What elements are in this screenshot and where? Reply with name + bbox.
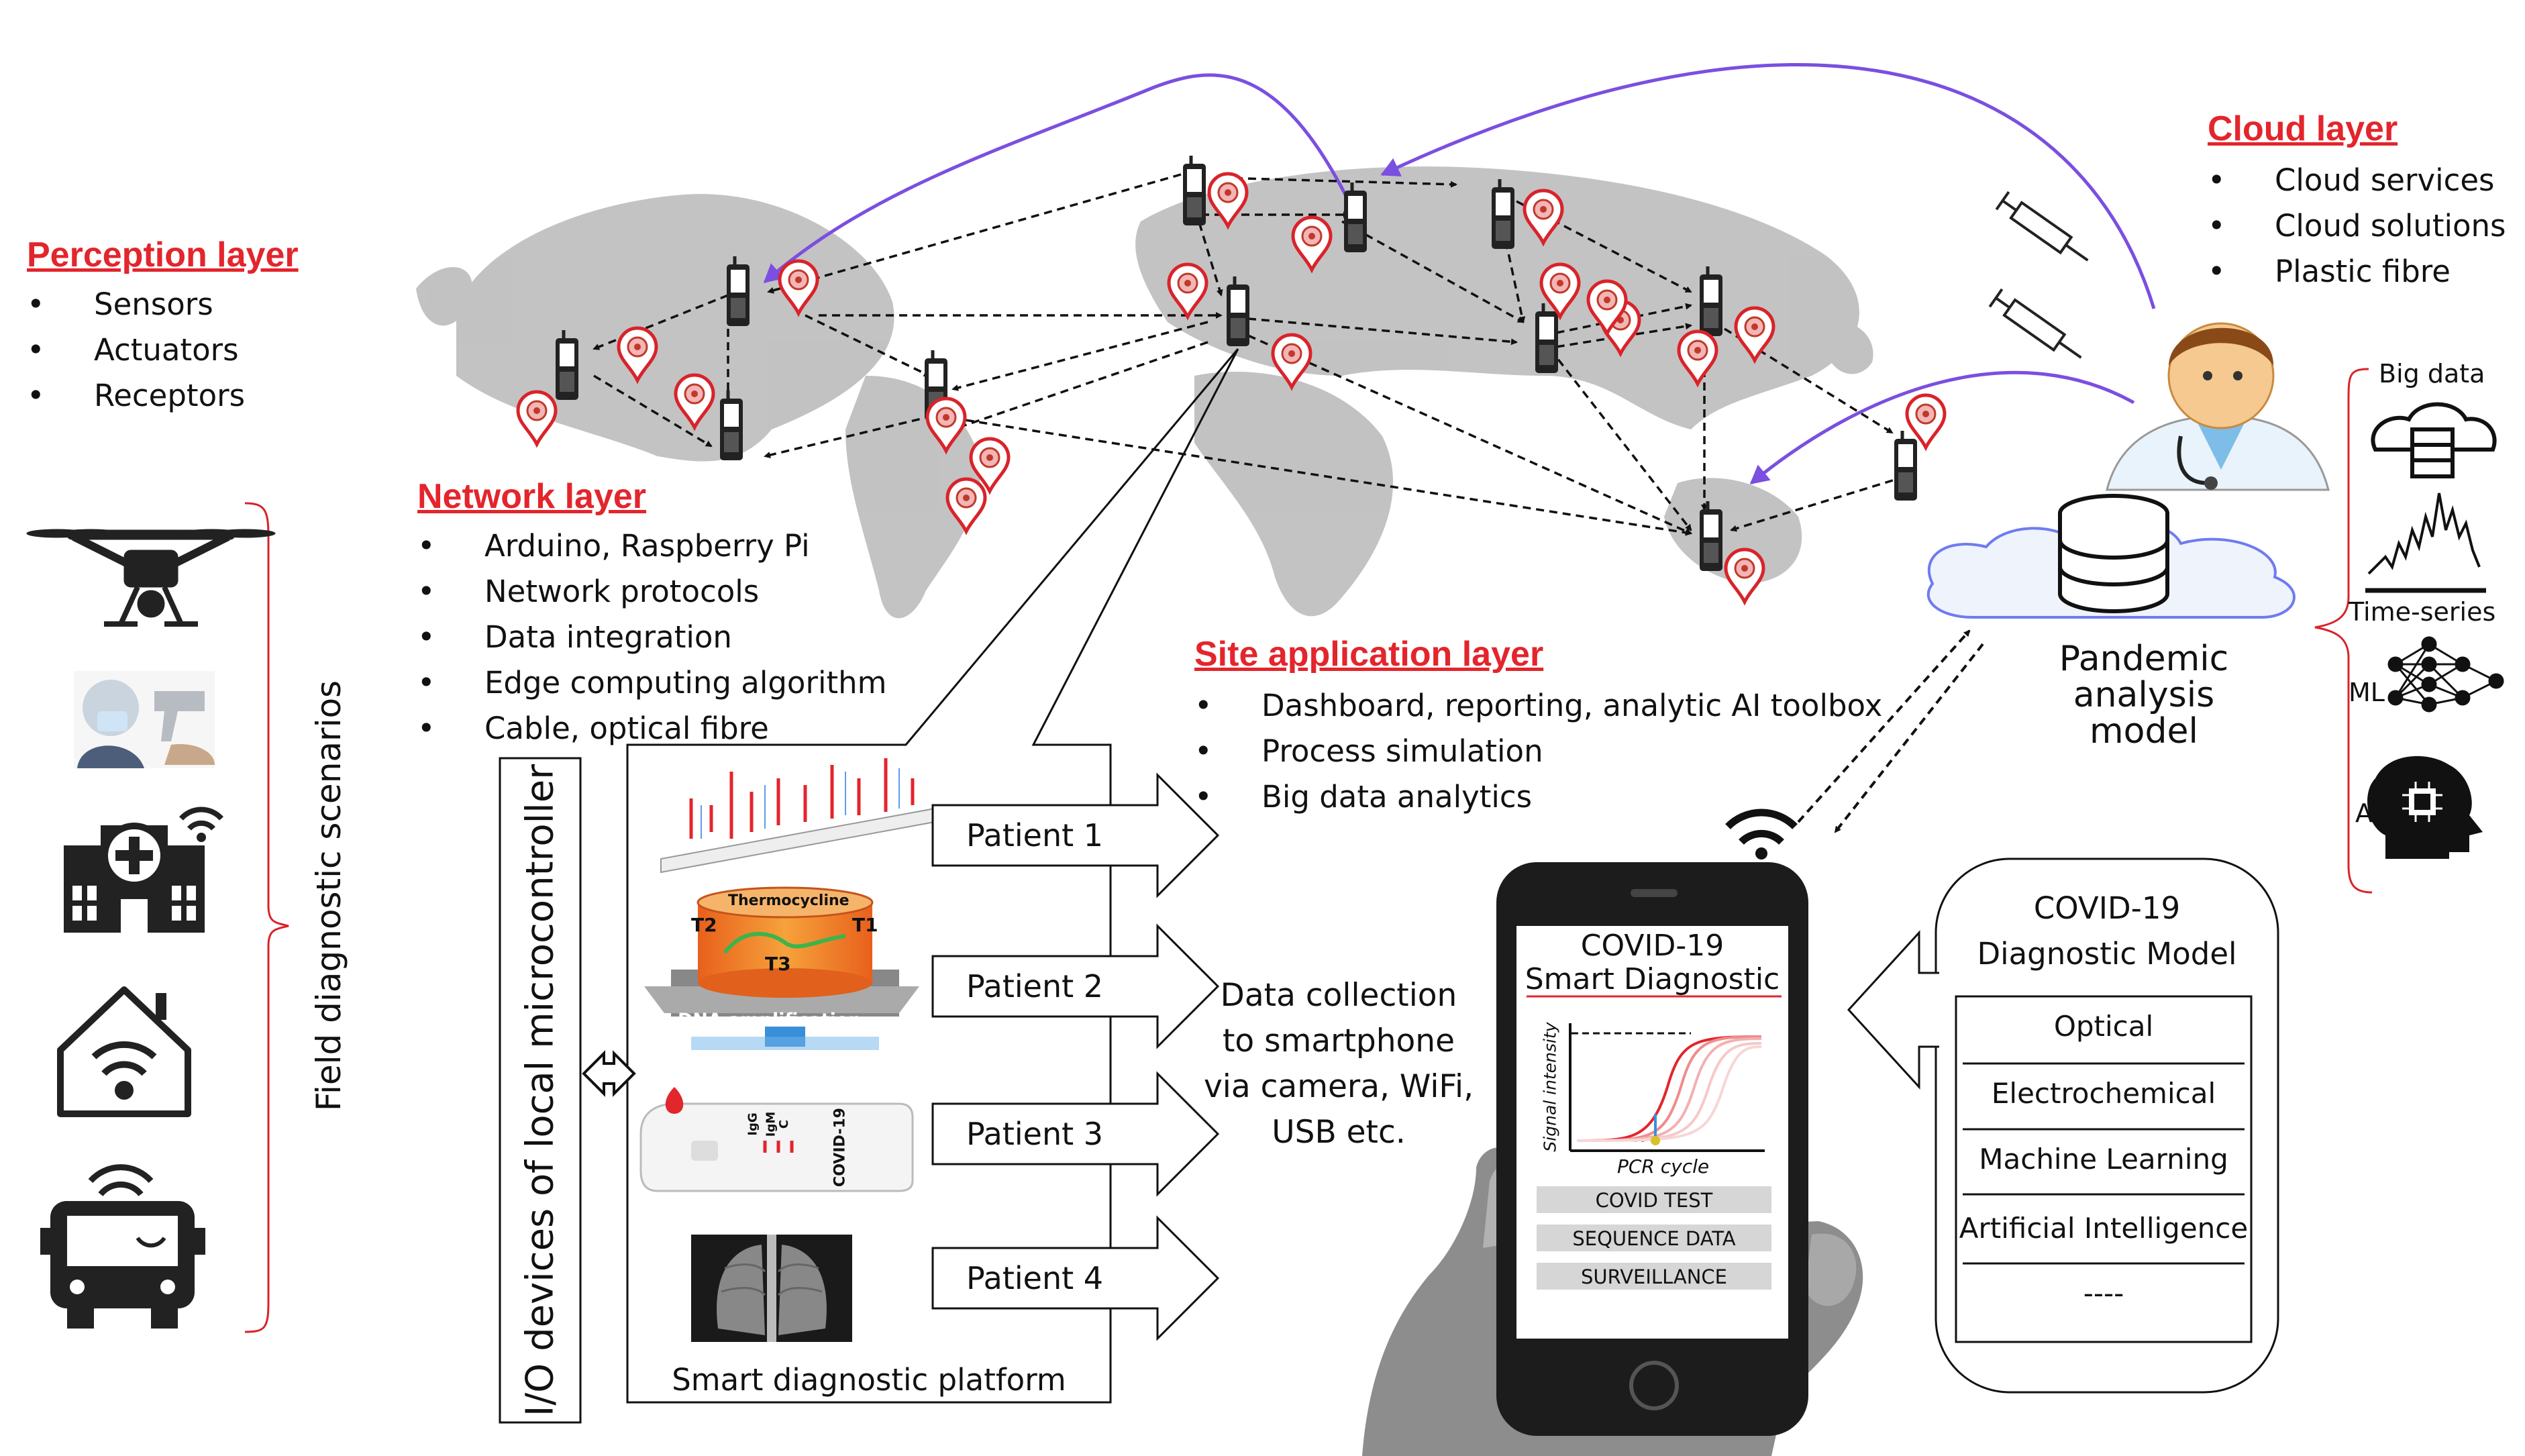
big-data-icon <box>2371 402 2497 478</box>
time-series-icon <box>2365 492 2486 593</box>
t1-label: T1 <box>852 914 878 936</box>
site-layer-title: Site application layer <box>1194 635 1544 674</box>
tools-bracket <box>2314 368 2373 894</box>
perception-item: Receptors <box>27 373 245 419</box>
xray-icon <box>691 1235 852 1342</box>
site-item: Big data analytics <box>1194 774 1882 820</box>
temperature-check-icon <box>74 671 215 768</box>
phone-title-line2: Smart Diagnostic <box>1525 962 1780 996</box>
pandemic-model-label: Pandemic analysis model <box>2013 641 2275 749</box>
thermocycline-label: Thermocycline <box>728 892 849 909</box>
hospital-icon <box>64 807 223 933</box>
pcr-chart <box>1569 1023 1765 1152</box>
io-devices-label: I/O devices of local microcontroller <box>518 764 562 1417</box>
network-layer-title: Network layer <box>417 477 647 516</box>
site-layer-list: Dashboard, reporting, analytic AI toolbo… <box>1194 683 1882 820</box>
pandemic-line: analysis <box>2073 675 2215 715</box>
site-item: Dashboard, reporting, analytic AI toolbo… <box>1194 683 1882 729</box>
cloud-database <box>1926 494 2296 619</box>
smart-bus-icon <box>40 1164 205 1329</box>
cloud-item: Cloud solutions <box>2208 203 2506 249</box>
microarray-icon <box>660 758 954 874</box>
rapid-test-icon <box>639 1087 914 1192</box>
control-label: C <box>777 1119 792 1129</box>
perception-item: Actuators <box>27 327 245 373</box>
diag-item-ai: Artificial Intelligence <box>1959 1212 2249 1245</box>
diagnostic-model-box <box>1935 857 2279 1394</box>
diag-title-line2: Diagnostic Model <box>1977 936 2237 972</box>
igg-label: IgG <box>745 1112 760 1136</box>
signal-intensity-label: Signal intensity <box>1540 1022 1560 1152</box>
perception-layer-title: Perception layer <box>27 236 299 274</box>
data-collection-line: Data collection <box>1220 977 1457 1014</box>
data-collection-line: to smartphone <box>1222 1023 1455 1059</box>
site-item: Process simulation <box>1194 729 1882 774</box>
surveillance-button[interactable]: SURVEILLANCE <box>1581 1265 1727 1288</box>
pandemic-line: model <box>2090 711 2198 751</box>
diagnostic-model-title: COVID-19 Diagnostic Model <box>1936 886 2278 977</box>
diag-item-optical: Optical <box>2053 1010 2154 1043</box>
io-arrow <box>582 1050 636 1097</box>
t3-label: T3 <box>765 953 791 975</box>
smart-home-icon <box>57 986 191 1117</box>
network-item: Cable, optical fibre <box>417 706 886 751</box>
covid-test-button[interactable]: COVID TEST <box>1595 1189 1713 1212</box>
data-collection-line: USB etc. <box>1272 1114 1406 1151</box>
ai-head-icon <box>2367 756 2483 859</box>
drone-icon <box>26 529 276 627</box>
model-to-phone-arrow <box>1847 930 1939 1090</box>
cloud-item: Plastic fibre <box>2208 249 2506 295</box>
ai-label: AI <box>2355 798 2381 828</box>
field-scenarios-label: Field diagnostic scenarios <box>309 680 348 1112</box>
pandemic-line: Pandemic <box>2059 639 2229 679</box>
diag-item-ml: Machine Learning <box>1979 1143 2228 1176</box>
field-bracket <box>244 502 289 1333</box>
perception-item: Sensors <box>27 282 245 327</box>
ml-label: ML <box>2349 678 2385 707</box>
cloud-links <box>763 63 2156 484</box>
test-name-label: COVID-19 <box>831 1108 849 1187</box>
perception-layer-list: Sensors Actuators Receptors <box>27 282 245 419</box>
cloud-item: Cloud services <box>2208 158 2506 203</box>
ml-icon <box>2387 636 2504 713</box>
t2-label: T2 <box>691 914 717 936</box>
diag-item-more: ---- <box>2083 1277 2124 1310</box>
sequence-data-button[interactable]: SEQUENCE DATA <box>1572 1227 1736 1250</box>
network-layer-list: Arduino, Raspberry Pi Network protocols … <box>417 523 886 751</box>
network-item: Network protocols <box>417 569 886 615</box>
pcr-thermocycler-icon <box>644 886 919 1050</box>
patient-arrows <box>931 772 1220 1341</box>
diag-item-electrochemical: Electrochemical <box>1991 1077 2216 1110</box>
syringe-icon <box>1988 191 2089 359</box>
cloud-layer-title: Cloud layer <box>2208 109 2398 148</box>
phone-buttons <box>1537 1186 1771 1290</box>
igm-label: IgM <box>764 1111 778 1137</box>
network-item: Arduino, Raspberry Pi <box>417 523 886 569</box>
phone-app-title: COVID-19 Smart Diagnostic <box>1516 929 1788 996</box>
diag-title-line1: COVID-19 <box>2033 890 2181 926</box>
data-collection-text: Data collection to smartphone via camera… <box>1201 973 1476 1155</box>
network-item: Edge computing algorithm <box>417 660 886 706</box>
patient-label: Patient 1 <box>966 817 1104 853</box>
network-links <box>592 173 1906 536</box>
pcr-cycle-label: PCR cycle <box>1617 1155 1710 1178</box>
patient-label: Patient 2 <box>966 968 1104 1004</box>
network-item: Data integration <box>417 615 886 660</box>
patient-label: Patient 4 <box>966 1260 1104 1296</box>
patient-label: Patient 3 <box>966 1116 1104 1152</box>
platform-caption: Smart diagnostic platform <box>672 1362 1066 1398</box>
cloud-layer-list: Cloud services Cloud solutions Plastic f… <box>2208 158 2506 295</box>
time-series-label: Time-series <box>2349 597 2496 627</box>
phone-title-line1: COVID-19 <box>1580 929 1724 963</box>
dna-amplification-label: DNA amplification <box>678 1010 862 1031</box>
doctor-icon <box>2106 322 2330 491</box>
big-data-label: Big data <box>2379 359 2485 388</box>
data-collection-line: via camera, WiFi, <box>1203 1068 1474 1105</box>
